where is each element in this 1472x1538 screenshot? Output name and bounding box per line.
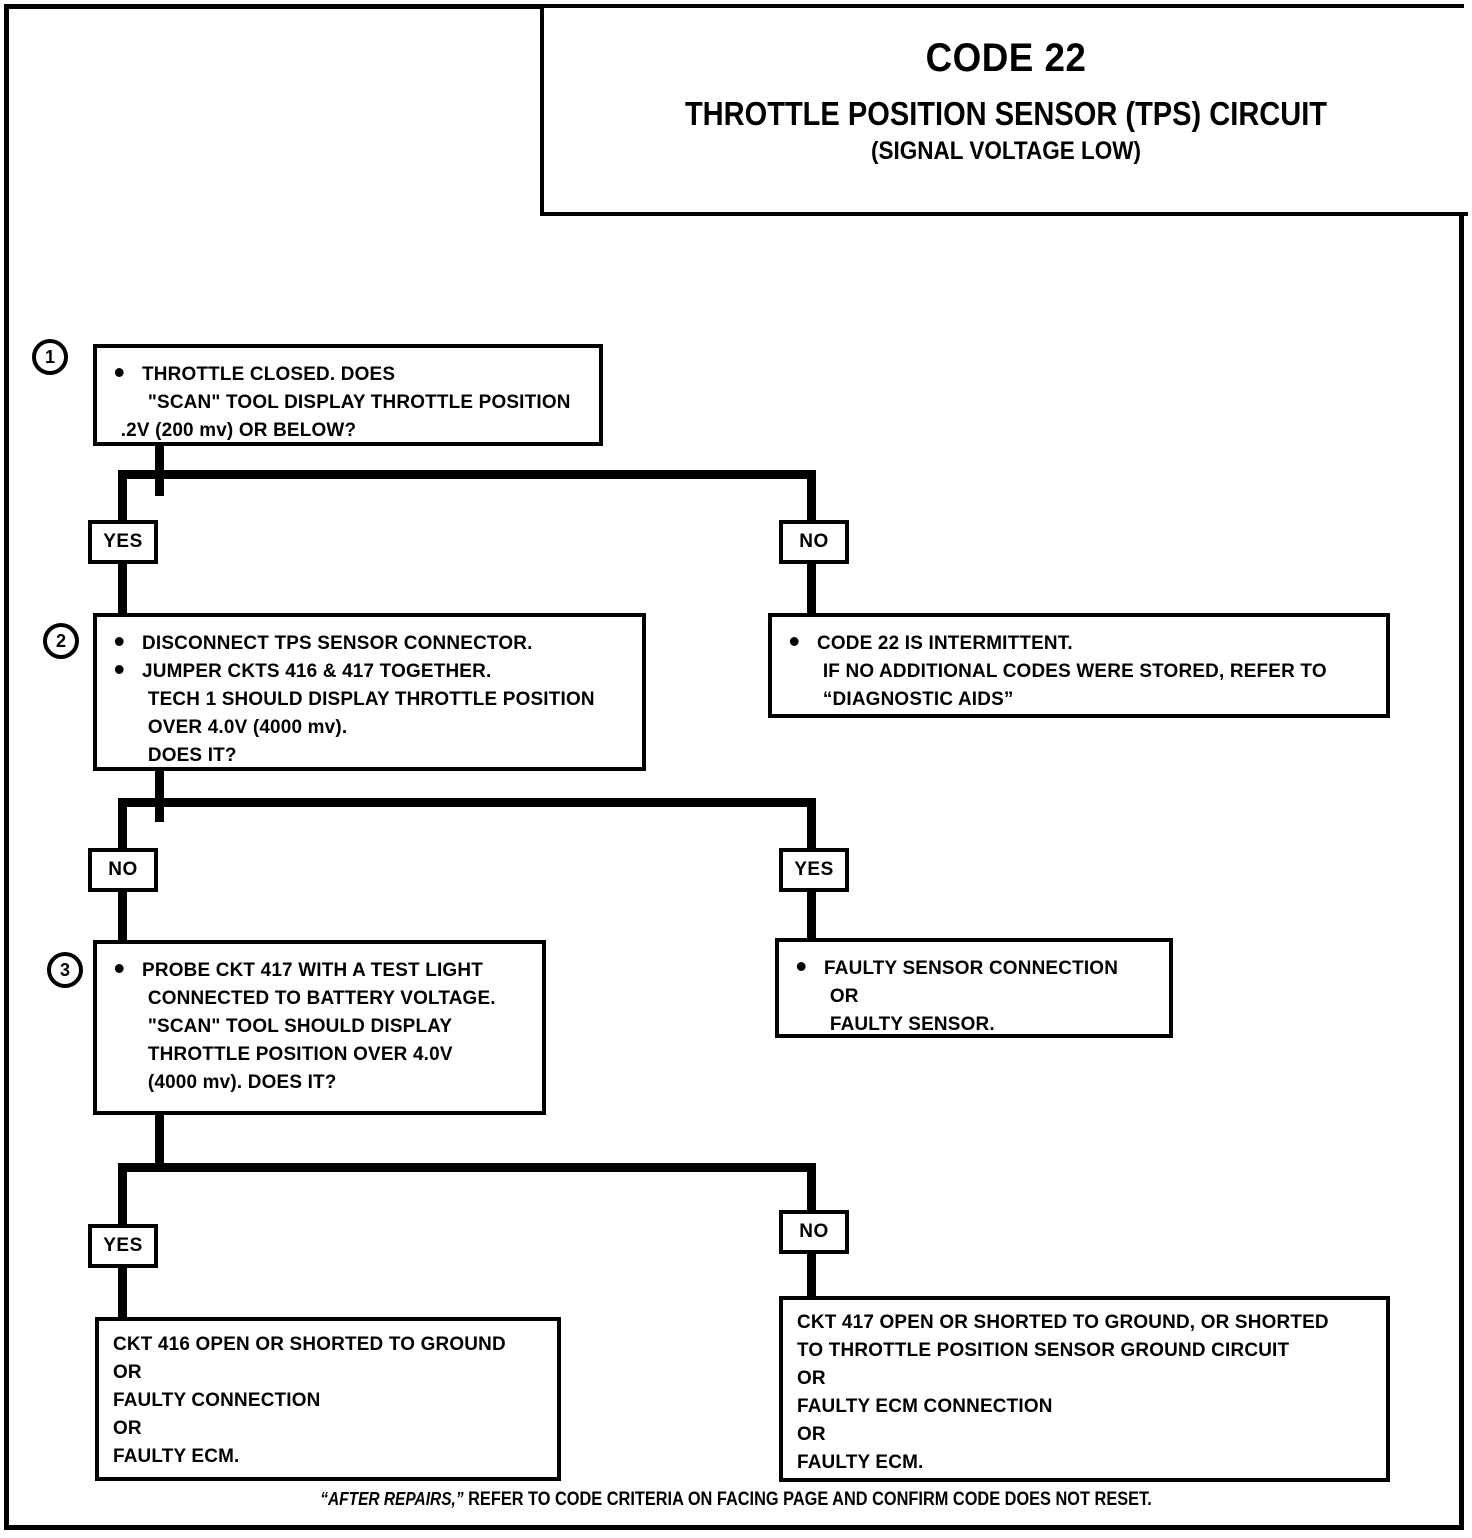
intermittent-line-2: IF NO ADDITIONAL CODES WERE STORED, REFE… <box>822 660 1327 682</box>
decision-label-row1-yes: YES <box>88 520 158 564</box>
ckt417-line-3: OR <box>797 1367 826 1389</box>
connector-row3-left-to-ckt416 <box>118 1268 127 1320</box>
ckt416-line-4: OR <box>113 1417 142 1439</box>
connector-row2-left-to-step3 <box>118 892 127 944</box>
step-box-1: THROTTLE CLOSED. DOES "SCAN" TOOL DISPLA… <box>93 344 603 446</box>
connector-row1-horizontal <box>118 470 816 479</box>
connector-row2-left-down <box>118 798 127 850</box>
outcome-box-ckt416: CKT 416 OPEN OR SHORTED TO GROUND OR FAU… <box>95 1317 561 1481</box>
connector-row1-left-to-step2 <box>118 562 127 614</box>
footer-rest: REFER TO CODE CRITERIA ON FACING PAGE AN… <box>463 1489 1152 1510</box>
ckt417-line-4: FAULTY ECM CONNECTION <box>797 1395 1053 1417</box>
step1-line-1: THROTTLE CLOSED. DOES <box>111 360 575 388</box>
intermittent-line-3: “DIAGNOSTIC AIDS” <box>822 688 1014 710</box>
bullet-icon <box>789 637 799 646</box>
step2-line-1: DISCONNECT TPS SENSOR CONNECTOR. <box>111 629 616 657</box>
step1-line-2: "SCAN" TOOL DISPLAY THROTTLE POSITION <box>147 391 571 413</box>
footer-note: “AFTER REPAIRS,” REFER TO CODE CRITERIA … <box>103 1489 1369 1511</box>
ckt417-line-1: CKT 417 OPEN OR SHORTED TO GROUND, OR SH… <box>797 1311 1329 1333</box>
title-block: CODE 22 THROTTLE POSITION SENSOR (TPS) C… <box>540 8 1468 216</box>
step-number-1: 1 <box>32 339 68 375</box>
outcome-box-ckt417: CKT 417 OPEN OR SHORTED TO GROUND, OR SH… <box>779 1296 1390 1482</box>
ckt417-line-5: OR <box>797 1423 826 1445</box>
step1-line-3: .2V (200 mv) OR BELOW? <box>120 419 357 441</box>
connector-row2-horizontal <box>118 798 816 807</box>
connector-row3-right-down <box>807 1163 816 1211</box>
connector-row1-right-to-intermittent <box>807 562 816 614</box>
connector-step2-down <box>155 770 164 822</box>
step-box-3: PROBE CKT 417 WITH A TEST LIGHT CONNECTE… <box>93 940 546 1115</box>
step3-line-1: PROBE CKT 417 WITH A TEST LIGHT <box>111 956 519 984</box>
bullet-icon <box>114 964 124 973</box>
page-title-code: CODE 22 <box>925 36 1087 80</box>
intermittent-line-1: CODE 22 IS INTERMITTENT. <box>786 629 1358 657</box>
step2-line-5: DOES IT? <box>147 744 237 766</box>
page-title-sub: (SIGNAL VOLTAGE LOW) <box>871 137 1141 165</box>
step-number-2: 2 <box>43 623 79 659</box>
step3-line-4: THROTTLE POSITION OVER 4.0V <box>147 1043 453 1065</box>
step2-line-2: JUMPER CKTS 416 & 417 TOGETHER. <box>111 657 616 685</box>
decision-label-row1-no: NO <box>779 520 849 564</box>
connector-row1-left-down <box>118 470 127 522</box>
ckt417-line-2: TO THROTTLE POSITION SENSOR GROUND CIRCU… <box>797 1339 1290 1361</box>
step2-line-3: TECH 1 SHOULD DISPLAY THROTTLE POSITION <box>147 688 595 710</box>
decision-label-row3-no: NO <box>779 1210 849 1254</box>
connector-row3-right-to-ckt417 <box>807 1254 816 1298</box>
outcome-box-intermittent: CODE 22 IS INTERMITTENT. IF NO ADDITIONA… <box>768 613 1390 718</box>
step-box-2: DISCONNECT TPS SENSOR CONNECTOR. JUMPER … <box>93 613 646 771</box>
step-number-3: 3 <box>47 952 83 988</box>
ckt416-line-1: CKT 416 OPEN OR SHORTED TO GROUND <box>113 1333 506 1355</box>
step2-line-4: OVER 4.0V (4000 mv). <box>147 716 348 738</box>
connector-row3-left-down <box>118 1163 127 1225</box>
ckt416-line-2: OR <box>113 1361 142 1383</box>
step3-line-3: "SCAN" TOOL SHOULD DISPLAY <box>147 1015 453 1037</box>
step3-line-2: CONNECTED TO BATTERY VOLTAGE. <box>147 987 496 1009</box>
connector-step3-down <box>155 1113 164 1165</box>
faulty-sensor-line-1: FAULTY SENSOR CONNECTION <box>793 954 1148 982</box>
ckt417-line-6: FAULTY ECM. <box>797 1451 924 1473</box>
ckt416-line-3: FAULTY CONNECTION <box>113 1389 321 1411</box>
bullet-icon <box>114 637 124 646</box>
footer-italic: “AFTER REPAIRS,” <box>320 1489 464 1509</box>
page-title-main: THROTTLE POSITION SENSOR (TPS) CIRCUIT <box>684 95 1328 132</box>
decision-label-row2-no: NO <box>88 848 158 892</box>
connector-row3-horizontal <box>118 1163 816 1172</box>
decision-label-row2-yes: YES <box>779 848 849 892</box>
bullet-icon <box>114 368 124 377</box>
connector-row1-right-down <box>807 470 816 522</box>
outcome-box-faulty-sensor: FAULTY SENSOR CONNECTION OR FAULTY SENSO… <box>775 938 1173 1038</box>
bullet-icon <box>114 665 124 674</box>
ckt416-line-5: FAULTY ECM. <box>113 1445 240 1467</box>
decision-label-row3-yes: YES <box>88 1224 158 1268</box>
step3-line-5: (4000 mv). DOES IT? <box>147 1071 337 1093</box>
bullet-icon <box>796 962 806 971</box>
connector-row2-right-down <box>807 798 816 850</box>
page-border <box>4 4 1464 1530</box>
faulty-sensor-line-3: FAULTY SENSOR. <box>829 1013 995 1035</box>
faulty-sensor-line-2: OR <box>829 985 859 1007</box>
connector-row2-right-to-faulty-sensor <box>807 892 816 940</box>
